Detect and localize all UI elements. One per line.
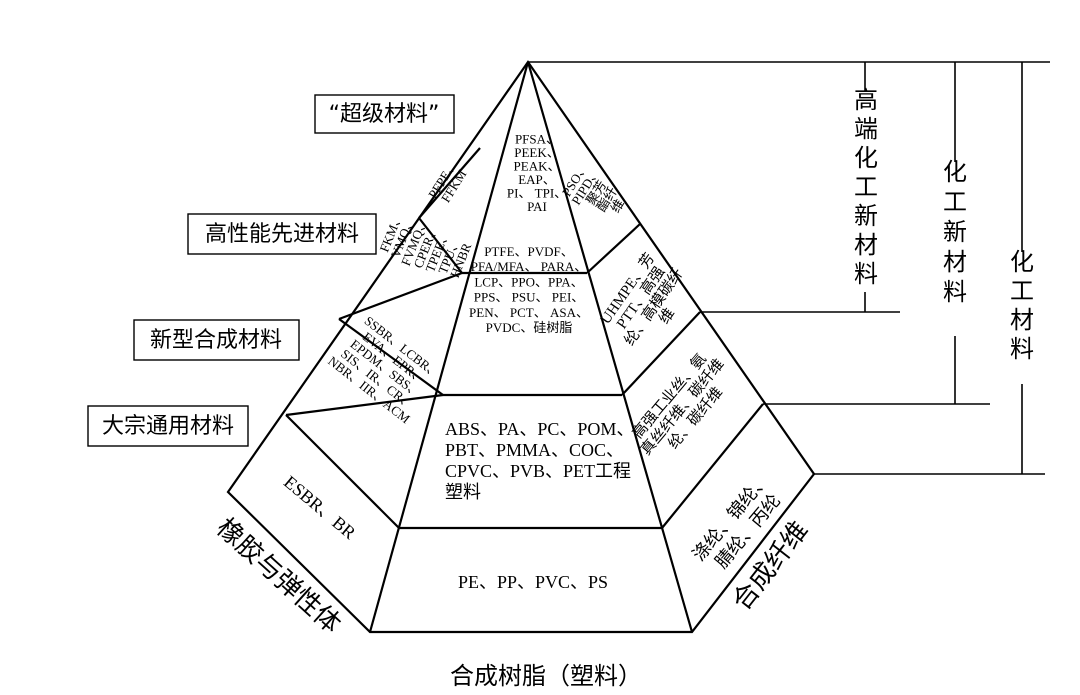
fiber-divider-1 [586,223,641,274]
fiber-cells: PSO、PIPD、聚芳酯纤维 UHMPE、芳PTT、高强纶、高模碳纤维高强工业丝、… [558,158,785,572]
resin-cell-1-line: PAI [527,199,547,214]
rubber-divider-4 [285,414,400,529]
resin-cell-1: PFSA、PEEK、PEAK、EAP、PI、 TPI、PAI [507,131,567,214]
resin-fiber-edge [526,61,694,633]
rubber-cell-2: FKM、VMQ、FVMQ、CPER、TPEE、TPU、HNBR [375,206,477,287]
resin-cell-2-line: LCP、PPO、PPA、 [474,274,583,289]
fiber-cell-2: UHMPE、芳PTT、高强纶、高模碳纤维 [595,247,700,358]
rubber-cell-4: ESBR、BR [280,472,360,543]
resin-cell-3-line: ABS、PA、PC、POM、 [445,419,634,439]
resin-cells: PFSA、PEEK、PEAK、EAP、PI、 TPI、PAI PTFE、PVDF、… [445,131,634,592]
fiber-divider-3 [661,403,764,529]
resin-cell-2-line: PPS、 PSU、 PEI、 [474,290,585,305]
tier-labels: “超级材料” 高性能先进材料 新型合成材料 大宗通用材料 [87,94,455,447]
resin-cell-1-line: PI、 TPI、 [507,185,567,200]
commodity-tier-box [87,405,249,447]
rubber-divider-6 [418,217,463,274]
resin-cell-4: PE、PP、PVC、PS [458,572,608,592]
rubber-divider-3 [285,393,444,417]
resin-cell-2: PTFE、PVDF、PFA/MFA、 PARA、LCP、PPO、PPA、PPS、… [469,244,589,335]
fiber-divider-2 [621,311,701,396]
resin-cell-3-line: 塑料 [445,482,481,502]
resin-cell-2-line: PFA/MFA、 PARA、 [471,259,587,274]
high-performance-tier-box [187,213,377,255]
rubber-cell-4-line: ESBR、BR [280,472,360,543]
bracket-label-high-end-chemical-new-materials: 高端化工新材料 [854,86,878,288]
bracket-lines [528,61,1050,475]
resin-cell-1-line: PEEK、 [514,145,560,160]
rubber-resin-edge [368,61,530,633]
resin-cell-3: ABS、PA、PC、POM、PBT、PMMA、COC、CPVC、PVB、PET工… [445,419,634,502]
pyramid-outline [226,60,816,634]
commodity-tier-label: 大宗通用材料 [102,414,234,439]
resin-cell-1-line: PFSA、 [515,131,559,146]
rubber-face-label: 橡胶与弹性体 [210,513,346,640]
resin-cell-2-line: PEN、 PCT、 ASA、 [469,305,589,320]
resin-cell-2-line: PVDC、硅树脂 [486,320,573,335]
new-synthetic-tier-box [133,319,300,361]
super-tier-box [314,94,455,134]
resin-cell-3-line: CPVC、PVB、PET工程 [445,461,631,481]
pyramid-structure [226,60,816,634]
super-tier-label: “超级材料” [329,102,440,127]
fiber-cell-1: PSO、PIPD、聚芳酯纤维 [558,158,635,227]
bracket-label-chemical-new-materials: 化工新材料 [943,158,967,306]
bracket-label-chemical-materials: 化工材料 [1010,248,1034,363]
resin-cell-1-line: PEAK、 [514,158,561,173]
resin-cell-2-line: PTFE、PVDF、 [484,244,574,259]
new-synthetic-tier-label: 新型合成材料 [150,328,282,353]
rubber-divider-5 [338,318,444,396]
fiber-cell-3: 高强工业丝、氨真丝纤维、碳纤维纶、碳纤维 [624,345,740,470]
rubber-divider-1 [418,147,481,219]
high-performance-tier-label: 高性能先进材料 [205,222,359,247]
resin-cell-3-line: PBT、PMMA、COC、 [445,440,624,460]
rubber-divider-2 [338,271,463,321]
resin-cell-4-line: PE、PP、PVC、PS [458,572,608,592]
resin-cell-1-line: EAP、 [518,172,556,187]
resin-face-label: 合成树脂（塑料） [450,662,642,690]
